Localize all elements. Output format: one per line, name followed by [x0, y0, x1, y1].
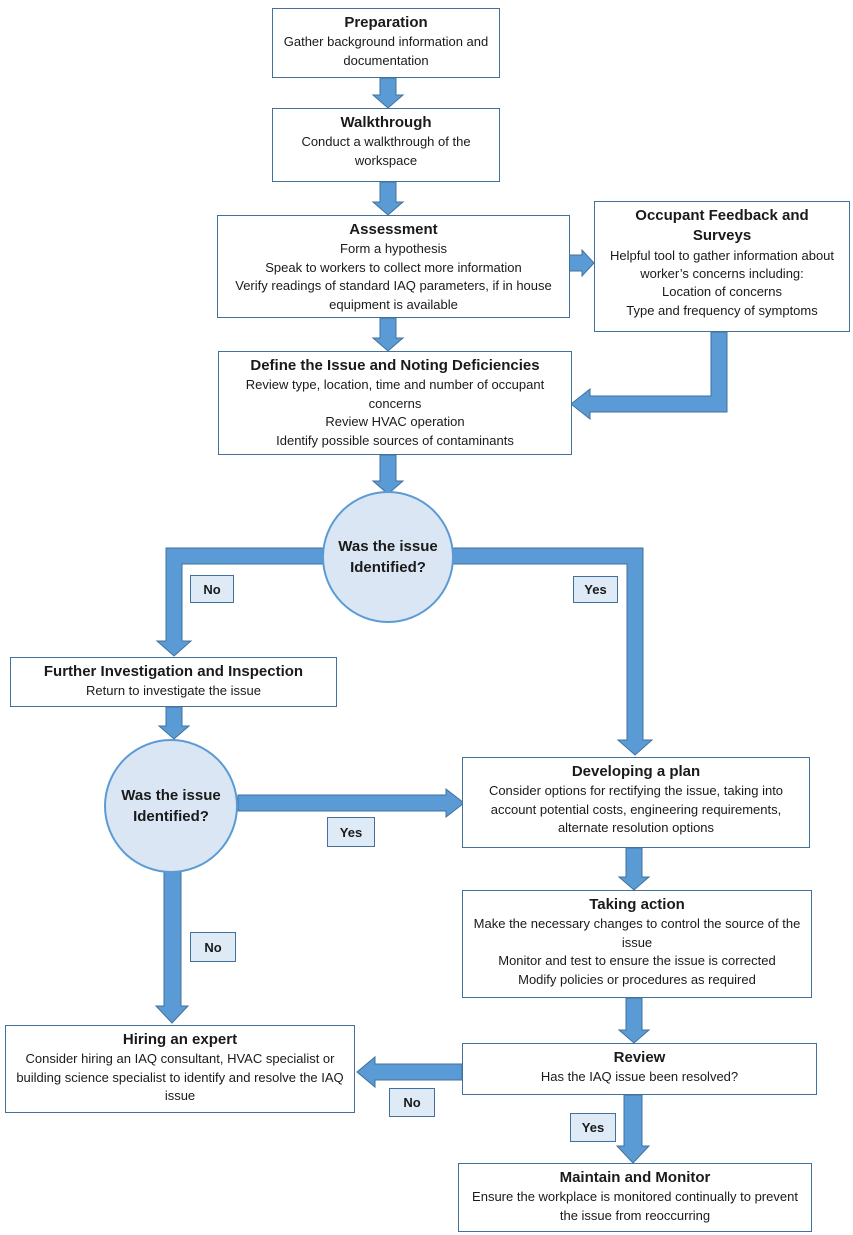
label-text: No — [203, 581, 221, 597]
node-line: Return to investigate the issue — [86, 683, 261, 699]
node-title: Walkthrough — [340, 114, 432, 131]
node-review: Review Has the IAQ issue been resolved? — [462, 1043, 817, 1095]
decision-text: Was the issue Identified? — [121, 787, 221, 825]
node-title: Hiring an expert — [122, 1031, 238, 1048]
label-no-1: No — [190, 575, 234, 603]
decision-text: Was the issue Identified? — [338, 538, 438, 576]
node-taking-action: Taking action Make the necessary changes… — [462, 890, 812, 998]
node-title: Taking action — [589, 896, 685, 913]
node-title: Maintain and Monitor — [559, 1169, 711, 1186]
node-preparation: Preparation Gather background informatio… — [272, 8, 500, 78]
arrow-review-yes-to-maintain-monitor — [615, 1094, 651, 1164]
node-title: Further Investigation and Inspection — [43, 663, 304, 680]
node-title: Preparation — [344, 14, 428, 31]
node-line: Conduct a walkthrough of the workspace — [301, 134, 471, 168]
node-line: Ensure the workplace is monitored contin… — [472, 1189, 798, 1223]
label-text: Yes — [339, 824, 363, 840]
arrow-preparation-to-walkthrough — [371, 77, 405, 109]
node-line: Monitor and test to ensure the issue is … — [498, 953, 776, 969]
arrow-developing-plan-to-taking-action — [617, 847, 651, 891]
branch-decision-1-no-and-yes — [155, 547, 654, 756]
label-no-3: No — [389, 1088, 435, 1117]
node-title: Review — [613, 1049, 666, 1066]
label-yes-1: Yes — [573, 576, 618, 603]
node-assessment: Assessment Form a hypothesis Speak to wo… — [217, 215, 570, 318]
label-yes-2: Yes — [327, 817, 375, 847]
label-no-2: No — [190, 932, 236, 962]
label-yes-3: Yes — [570, 1113, 616, 1142]
node-title: Developing a plan — [571, 763, 701, 780]
node-line: Verify readings of standard IAQ paramete… — [235, 278, 552, 312]
node-line: Has the IAQ issue been resolved? — [540, 1069, 739, 1085]
arrow-review-no-to-hiring-expert — [356, 1055, 463, 1089]
arrow-define-issue-to-decision-1 — [371, 454, 405, 495]
arrow-decision-2-yes-to-developing-plan — [237, 787, 465, 819]
node-line: Consider options for rectifying the issu… — [488, 783, 784, 836]
node-line: Identify possible sources of contaminant… — [276, 432, 514, 448]
node-further-investigation: Further Investigation and Inspection Ret… — [10, 657, 337, 707]
node-line: Gather background information and docume… — [283, 34, 489, 68]
node-line: Consider hiring an IAQ consultant, HVAC … — [16, 1051, 344, 1104]
arrow-walkthrough-to-assessment — [371, 181, 405, 216]
arrow-assessment-to-occupant-feedback — [565, 248, 595, 278]
node-title: Assessment — [349, 221, 438, 238]
node-line: Make the necessary changes to control th… — [473, 916, 801, 950]
node-define-issue: Define the Issue and Noting Deficiencies… — [218, 351, 572, 455]
node-title: Define the Issue and Noting Deficiencies — [250, 357, 540, 374]
node-line: Modify policies or procedures as require… — [518, 971, 756, 987]
decision-was-issue-identified-2: Was the issue Identified? — [104, 739, 238, 873]
label-text: Yes — [584, 582, 607, 597]
arrow-further-investigation-to-decision-2 — [157, 706, 191, 740]
label-text: No — [403, 1095, 421, 1110]
label-text: No — [204, 939, 222, 955]
label-text: Yes — [581, 1120, 605, 1135]
node-occupant-feedback: Occupant Feedback and Surveys Helpful to… — [594, 201, 850, 332]
node-hiring-expert: Hiring an expert Consider hiring an IAQ … — [5, 1025, 355, 1113]
decision-was-issue-identified-1: Was the issue Identified? — [322, 491, 454, 623]
node-line: Helpful tool to gather information about… — [609, 247, 835, 281]
node-developing-plan: Developing a plan Consider options for r… — [462, 757, 810, 848]
arrow-occupant-feedback-to-define-issue — [570, 331, 728, 421]
node-line: Review type, location, time and number o… — [245, 377, 545, 411]
arrow-decision-2-no-to-hiring-expert — [154, 871, 190, 1024]
node-maintain-monitor: Maintain and Monitor Ensure the workplac… — [458, 1163, 812, 1232]
node-line: Form a hypothesis — [340, 241, 447, 257]
arrow-assessment-to-define-issue — [371, 317, 405, 352]
node-line: Review HVAC operation — [325, 414, 465, 430]
node-line: Type and frequency of symptoms — [626, 302, 818, 318]
node-title: Occupant Feedback and Surveys — [635, 207, 809, 245]
node-line: Location of concerns — [662, 284, 782, 300]
arrow-taking-action-to-review — [617, 997, 651, 1044]
node-walkthrough: Walkthrough Conduct a walkthrough of the… — [272, 108, 500, 182]
node-line: Speak to workers to collect more informa… — [265, 259, 522, 275]
